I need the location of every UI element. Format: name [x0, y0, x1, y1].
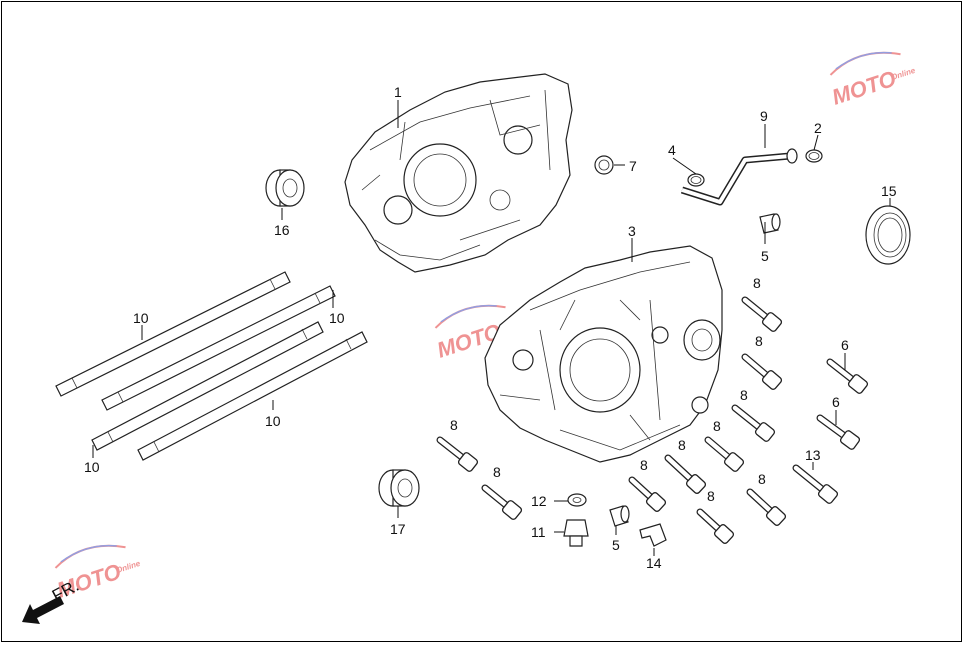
- bolt-part-8j: [696, 508, 735, 544]
- bolt-part-8g: [436, 436, 479, 472]
- label-part-9: 9: [760, 108, 768, 124]
- watermark-top-right: MOTO Online: [829, 51, 917, 110]
- clamp-part-2: [805, 149, 823, 163]
- label-part-8g: 8: [450, 417, 458, 433]
- clip-part-14: [639, 523, 667, 547]
- crankcase-right-part: [484, 245, 723, 463]
- label-part-2: 2: [814, 120, 822, 136]
- label-part-4: 4: [668, 142, 676, 158]
- front-arrow-icon: [22, 596, 64, 624]
- label-part-8f: 8: [640, 457, 648, 473]
- bolt-part-13: [792, 464, 839, 504]
- label-part-8a: 8: [753, 275, 761, 291]
- dowel-pin-part-5b: [609, 505, 630, 527]
- oil-seal-part-7: [594, 155, 614, 175]
- bearing-part-17: [378, 469, 420, 507]
- washer-part-12: [567, 493, 587, 507]
- part-labels: 1 2 3 4 5 5 6 6 7 8 8 8 8 8 8 8 8 8 8 8 …: [84, 84, 897, 571]
- label-part-10a: 10: [133, 310, 149, 326]
- stud-bolts-part-10: [55, 271, 368, 461]
- bolt-part-8b: [741, 353, 783, 390]
- label-part-10b: 10: [329, 310, 345, 326]
- dowel-pin-part-5a: [759, 213, 781, 234]
- front-direction-indicator: FR.: [22, 576, 82, 624]
- label-part-8h: 8: [493, 464, 501, 480]
- label-part-17: 17: [390, 521, 406, 537]
- bolt-part-8d: [704, 436, 745, 472]
- label-part-6a: 6: [841, 337, 849, 353]
- bolt-part-8c: [731, 404, 776, 442]
- label-part-8j: 8: [707, 488, 715, 504]
- bolt-part-8a: [741, 296, 783, 332]
- bolt-part-8h: [481, 484, 523, 520]
- drain-plug-part-11: [563, 519, 589, 547]
- bolt-part-8i: [746, 488, 787, 526]
- label-part-3: 3: [628, 223, 636, 239]
- label-part-5a: 5: [761, 248, 769, 264]
- label-part-16: 16: [274, 222, 290, 238]
- label-part-8i: 8: [758, 471, 766, 487]
- oil-seal-part-15: [865, 205, 911, 265]
- svg-text:Online: Online: [890, 66, 917, 82]
- svg-text:MOTO: MOTO: [829, 66, 899, 110]
- label-part-8b: 8: [755, 333, 763, 349]
- bolts-group: [436, 296, 869, 544]
- label-part-1: 1: [394, 84, 402, 100]
- bolt-part-8e: [664, 454, 707, 494]
- label-part-5b: 5: [612, 537, 620, 553]
- label-part-10d: 10: [265, 413, 281, 429]
- label-part-7: 7: [629, 158, 637, 174]
- label-part-8e: 8: [678, 437, 686, 453]
- label-part-12: 12: [531, 493, 547, 509]
- label-part-10c: 10: [84, 459, 100, 475]
- svg-text:Online: Online: [115, 559, 142, 575]
- label-part-14: 14: [646, 555, 662, 571]
- breather-pipe-part: [680, 148, 798, 206]
- label-part-11: 11: [531, 524, 546, 540]
- label-part-8c: 8: [740, 387, 748, 403]
- bearing-part-16: [265, 169, 305, 207]
- leader-lines: [92, 100, 891, 556]
- bolt-part-6a: [826, 358, 869, 394]
- label-part-15: 15: [881, 183, 897, 199]
- clamp-part-4: [687, 173, 705, 187]
- bolt-part-6b: [816, 414, 861, 450]
- crankcase-left-part: [344, 73, 573, 273]
- label-part-6b: 6: [832, 394, 840, 410]
- label-part-8d: 8: [713, 418, 721, 434]
- bolt-part-8f: [628, 476, 667, 512]
- label-part-13: 13: [805, 447, 821, 463]
